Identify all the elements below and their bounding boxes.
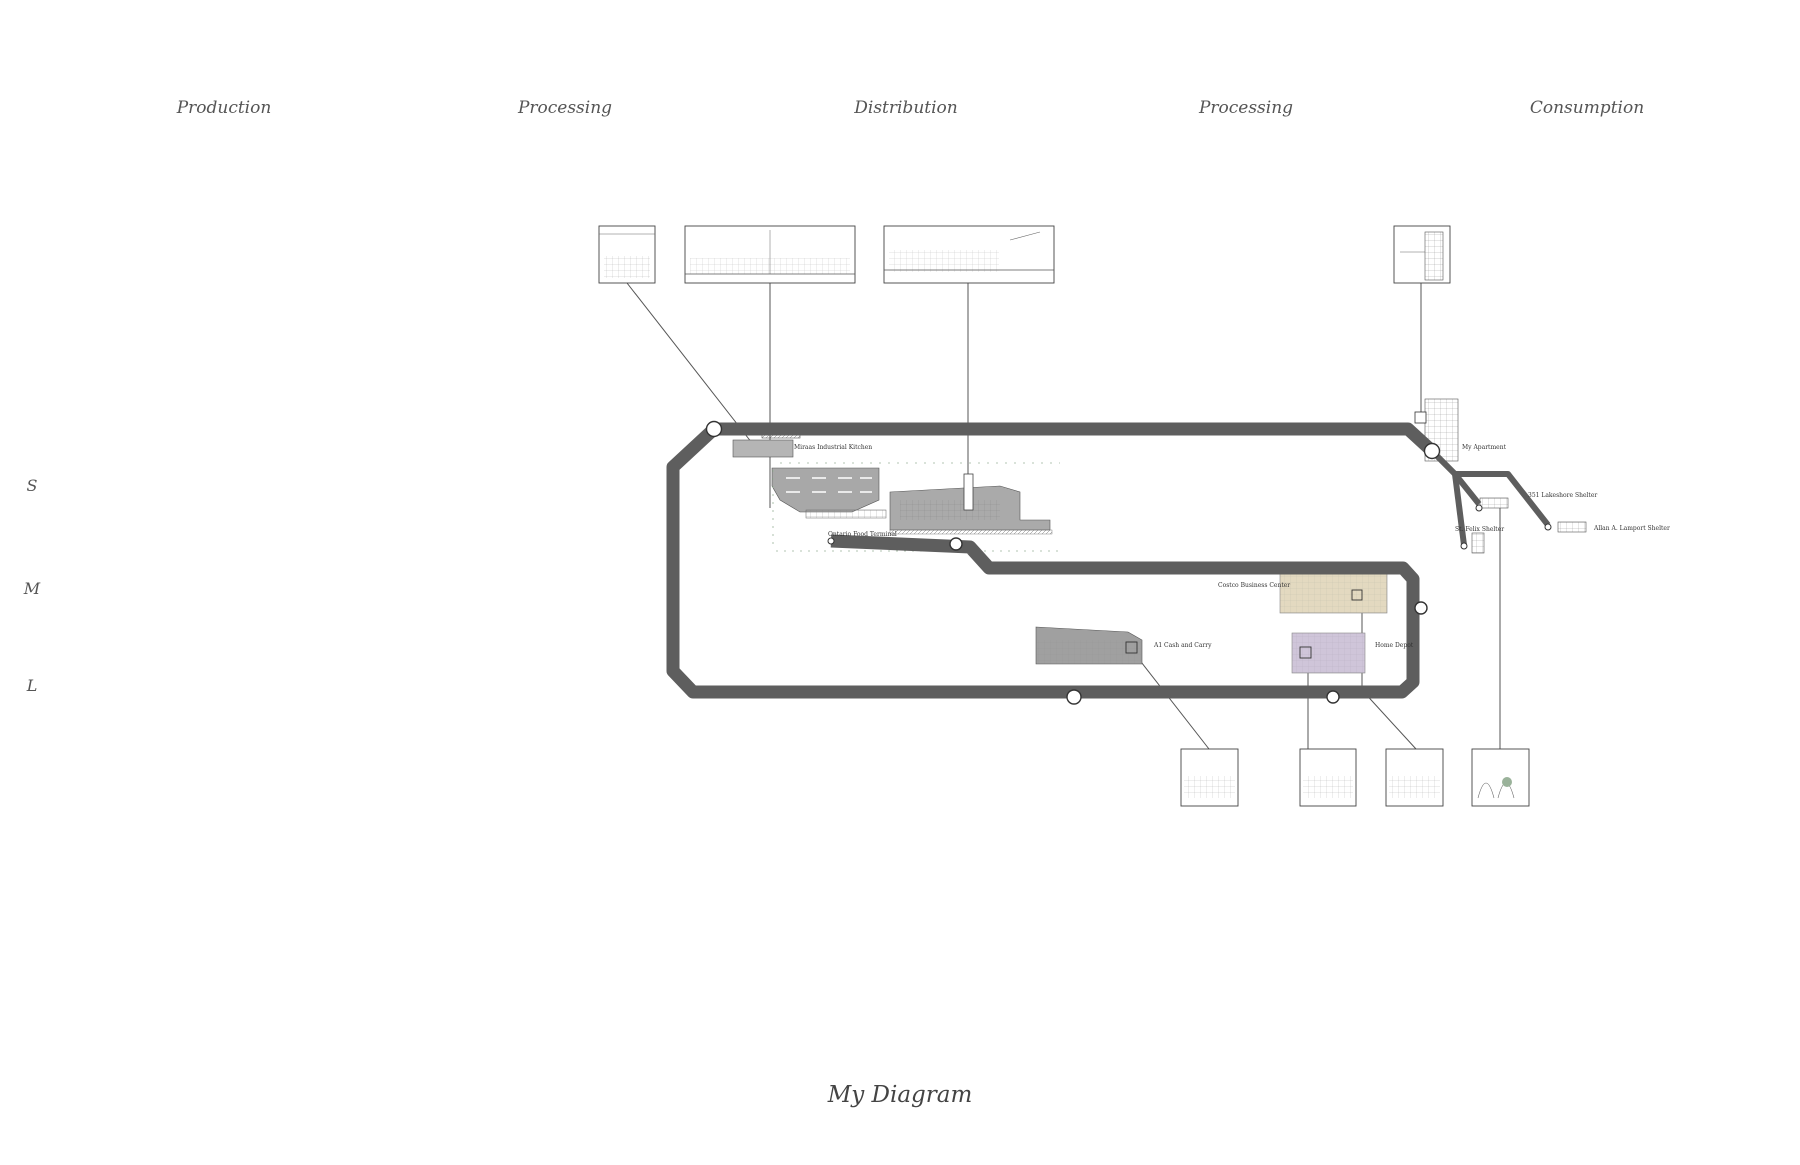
station-label-miraas: Miraas Industrial Kitchen xyxy=(794,444,872,451)
building-costco xyxy=(1279,572,1388,614)
station-label-lamport: Allan A. Lamport Shelter xyxy=(1593,525,1670,532)
building-st-felix-shelter xyxy=(1471,532,1485,554)
station-dots xyxy=(705,420,1441,705)
stop-apartment xyxy=(1423,442,1441,460)
station-label-costco: Costco Business Center xyxy=(1218,582,1290,589)
section-thumbnail-processing xyxy=(684,225,856,284)
column-header-production: Production xyxy=(176,98,272,118)
section-thumbnail-homedepot xyxy=(1385,748,1444,807)
stop-costco xyxy=(1414,601,1428,615)
station-label-ontario: Ontario Food Terminal xyxy=(828,531,897,538)
station-label-a1: A1 Cash and Carry xyxy=(1153,642,1212,649)
station-label-homedepot: Home Depot xyxy=(1375,642,1414,649)
section-thumbnail-miraas xyxy=(598,225,656,284)
terminal-stops xyxy=(827,504,1552,550)
building-my-apartment xyxy=(1414,398,1459,462)
building-lamport-shelter xyxy=(1557,521,1587,533)
column-header-distribution: Distribution xyxy=(854,98,958,118)
building-ontario-food-terminal xyxy=(771,462,1060,552)
section-thumbnail-a1 xyxy=(1180,748,1239,807)
stop-a1 xyxy=(1066,689,1082,705)
stop-ontario xyxy=(949,537,963,551)
scale-label-m: M xyxy=(23,579,41,598)
section-thumbnail-apartment xyxy=(1393,225,1451,284)
stop-stfelix xyxy=(1460,542,1468,550)
stop-miraas xyxy=(705,420,723,438)
section-thumbnail-distribution xyxy=(883,225,1055,284)
station-label-stfelix: St. Felix Shelter xyxy=(1455,526,1504,533)
main-loop-track xyxy=(666,422,1437,699)
stop-lamport xyxy=(1544,523,1552,531)
scale-label-s: S xyxy=(26,476,38,495)
scale-label-l: L xyxy=(26,676,38,695)
column-header-processing-2: Processing xyxy=(1198,98,1294,118)
section-thumbnail-shelter xyxy=(1471,748,1530,807)
station-label-lakeshore: 351 Lakeshore Shelter xyxy=(1528,492,1597,499)
station-label-apartment: My Apartment xyxy=(1462,444,1507,451)
column-header-consumption: Consumption xyxy=(1529,98,1645,118)
building-351-lakeshore-shelter xyxy=(1479,497,1509,509)
stop-lakeshore xyxy=(1475,504,1483,512)
column-header-processing-1: Processing xyxy=(517,98,613,118)
section-thumbnail-costco xyxy=(1299,748,1357,807)
leader-lines xyxy=(626,282,1501,750)
building-a1-cash-and-carry xyxy=(1035,626,1143,665)
stop-ontario-terminal xyxy=(827,537,835,545)
shelter-branch-tracks xyxy=(1429,448,1551,546)
diagram-title: My Diagram xyxy=(827,1082,973,1108)
stop-homedepot xyxy=(1326,690,1340,704)
building-home-depot xyxy=(1291,632,1366,674)
